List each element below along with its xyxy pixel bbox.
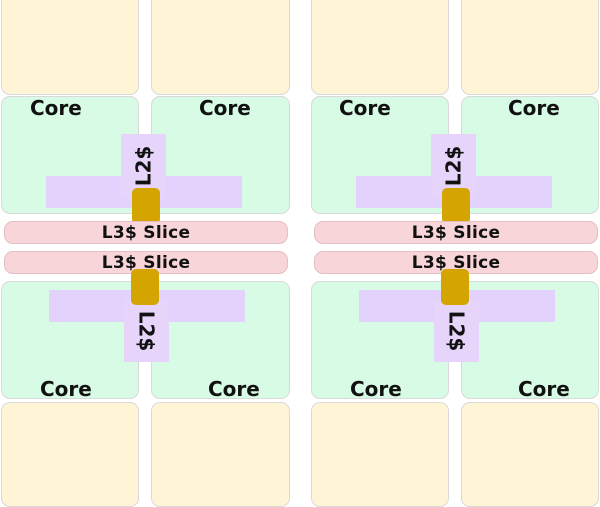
- core-label-tr-left: Core: [339, 96, 391, 120]
- l3-slice-right-1: L3$ Slice: [314, 221, 598, 244]
- ring-stop-top-right: [442, 188, 470, 224]
- lower-block-br-right: [461, 402, 599, 507]
- core-label-tl-left: Core: [30, 96, 82, 120]
- upper-block-tl-right: [151, 0, 290, 95]
- l3-slice-left-2: L3$ Slice: [4, 251, 288, 274]
- l3-slice-left-1: L3$ Slice: [4, 221, 288, 244]
- core-label-br-left: Core: [350, 377, 402, 401]
- l2-label: L2$: [441, 145, 466, 187]
- l2-label: L2$: [444, 310, 469, 352]
- l3-slice-label: L3$ Slice: [411, 222, 501, 243]
- ring-stop-bottom-left: [131, 269, 159, 305]
- lower-block-bl-left: [1, 402, 139, 507]
- l2-label: L2$: [131, 145, 156, 187]
- ring-stop-bottom-right: [441, 269, 469, 305]
- l2-cache-bottom-left: L2$: [124, 300, 169, 362]
- core-label-tr-right: Core: [508, 96, 560, 120]
- l3-slice-label: L3$ Slice: [101, 222, 191, 243]
- core-label-bl-left: Core: [40, 377, 92, 401]
- l3-slice-label: L3$ Slice: [411, 252, 501, 273]
- l3-slice-label: L3$ Slice: [101, 252, 191, 273]
- upper-block-tl-left: [1, 0, 139, 95]
- lower-block-br-left: [311, 402, 449, 507]
- upper-block-tr-left: [311, 0, 449, 95]
- upper-block-tr-right: [461, 0, 599, 95]
- l2-cache-bottom-right: L2$: [434, 300, 479, 362]
- l2-label: L2$: [134, 310, 159, 352]
- core-label-tl-right: Core: [199, 96, 251, 120]
- ring-stop-top-left: [132, 188, 160, 224]
- core-label-bl-right: Core: [208, 377, 260, 401]
- l2-cache-top-right: L2$: [431, 134, 476, 198]
- lower-block-bl-right: [151, 402, 290, 507]
- core-label-br-right: Core: [518, 377, 570, 401]
- l2-cache-top-left: L2$: [121, 134, 166, 198]
